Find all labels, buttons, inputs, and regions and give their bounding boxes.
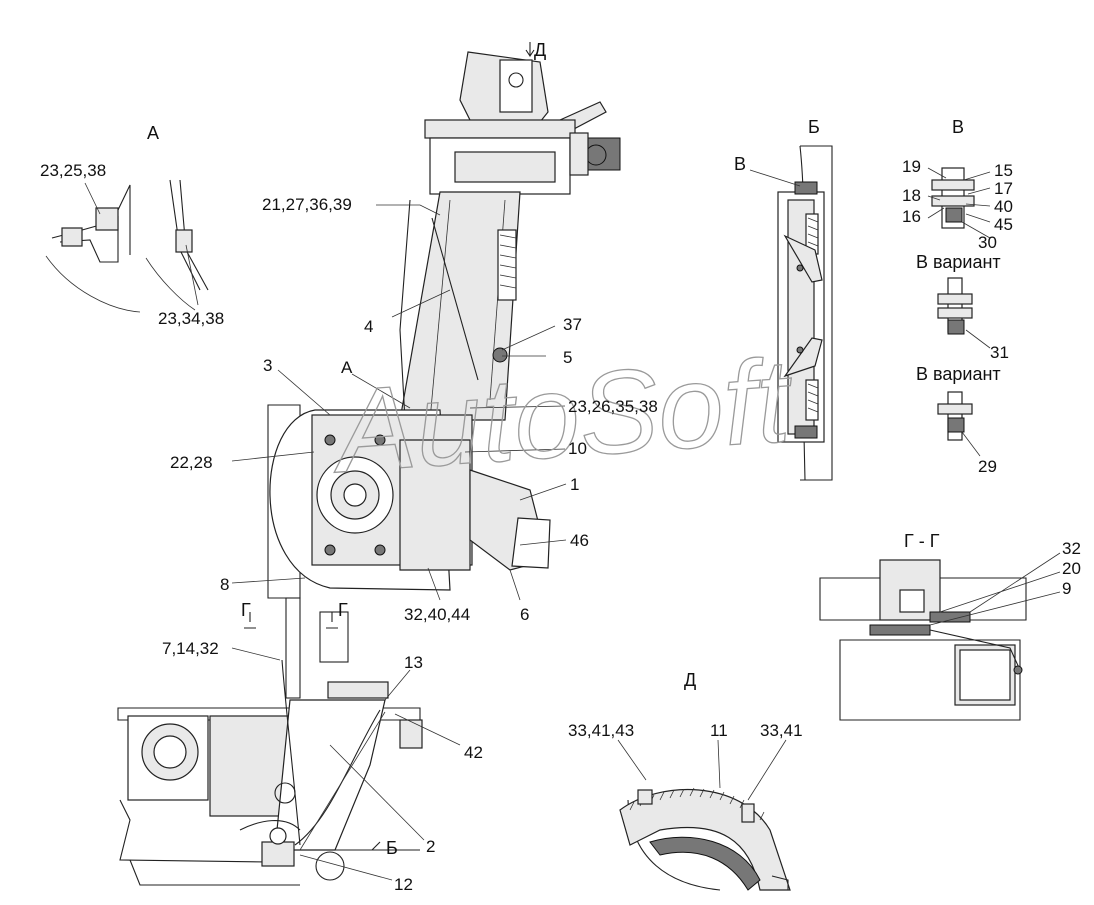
lower-body bbox=[117, 597, 423, 886]
labels: А Б В Г - Г Д В вариант В вариант Д Б В … bbox=[40, 40, 1081, 894]
callout: А bbox=[341, 358, 353, 377]
callout: 31 bbox=[990, 343, 1009, 362]
callout: 29 bbox=[978, 457, 997, 476]
v-variant-2-title: В вариант bbox=[916, 364, 1001, 384]
main-assembly bbox=[117, 42, 621, 886]
callout: 11 bbox=[710, 721, 728, 740]
hub-disc bbox=[267, 404, 551, 599]
callout: 5 bbox=[563, 348, 572, 367]
callout: 3 bbox=[263, 356, 272, 375]
callout: 37 bbox=[563, 315, 582, 334]
arrow-d-label: Д bbox=[534, 40, 546, 60]
arrow-b-label: Б bbox=[386, 838, 398, 858]
callout: 33,41 bbox=[760, 721, 803, 740]
callout: 23,26,35,38 bbox=[568, 397, 658, 416]
callout: 46 bbox=[570, 531, 589, 550]
view-a-title: А bbox=[147, 123, 159, 143]
callout: 10 bbox=[568, 439, 587, 458]
callout: 9 bbox=[1062, 579, 1071, 598]
callout: 32,40,44 bbox=[404, 605, 470, 624]
callout: 16 bbox=[902, 207, 921, 226]
callout: 40 bbox=[994, 197, 1013, 216]
callout: 20 bbox=[1062, 559, 1081, 578]
callout: 45 bbox=[994, 215, 1013, 234]
detail-b bbox=[749, 145, 833, 481]
column bbox=[399, 191, 521, 421]
callout: 32 bbox=[1062, 539, 1081, 558]
callout: 4 bbox=[364, 317, 373, 336]
callout: 12 bbox=[394, 875, 413, 894]
cut-g-left-label: Г bbox=[241, 600, 251, 620]
callout: 33,41,43 bbox=[568, 721, 634, 740]
callout: 6 bbox=[520, 605, 529, 624]
detail-d bbox=[617, 739, 791, 891]
top-gearbox bbox=[424, 51, 621, 195]
section-g-g bbox=[819, 552, 1061, 721]
callout: 42 bbox=[464, 743, 483, 762]
callout: 13 bbox=[404, 653, 423, 672]
view-v-title: В bbox=[952, 117, 964, 137]
leaders-main bbox=[231, 42, 567, 881]
section-g-title: Г - Г bbox=[904, 531, 940, 551]
view-d-title: Д bbox=[684, 670, 696, 690]
callout: 7,14,32 bbox=[162, 639, 219, 658]
callout: 18 bbox=[902, 186, 921, 205]
arrow-v-label: В bbox=[734, 154, 746, 174]
callout: 23,34,38 bbox=[158, 309, 224, 328]
callout: 22,28 bbox=[170, 453, 213, 472]
callout: 17 bbox=[994, 179, 1013, 198]
callout: 8 bbox=[220, 575, 229, 594]
watermark: AutoSoft bbox=[327, 334, 798, 498]
detail-v bbox=[927, 167, 991, 457]
detail-a bbox=[45, 179, 209, 313]
callout: 15 bbox=[994, 161, 1013, 180]
callout: 30 bbox=[978, 233, 997, 252]
v-variant-1-title: В вариант bbox=[916, 252, 1001, 272]
callout: 2 bbox=[426, 837, 435, 856]
callout: 23,25,38 bbox=[40, 161, 106, 180]
callout: 21,27,36,39 bbox=[262, 195, 352, 214]
callout: 1 bbox=[570, 475, 579, 494]
callout: 19 bbox=[902, 157, 921, 176]
view-b-title: Б bbox=[808, 117, 820, 137]
cut-g-right-label: Г bbox=[338, 600, 348, 620]
